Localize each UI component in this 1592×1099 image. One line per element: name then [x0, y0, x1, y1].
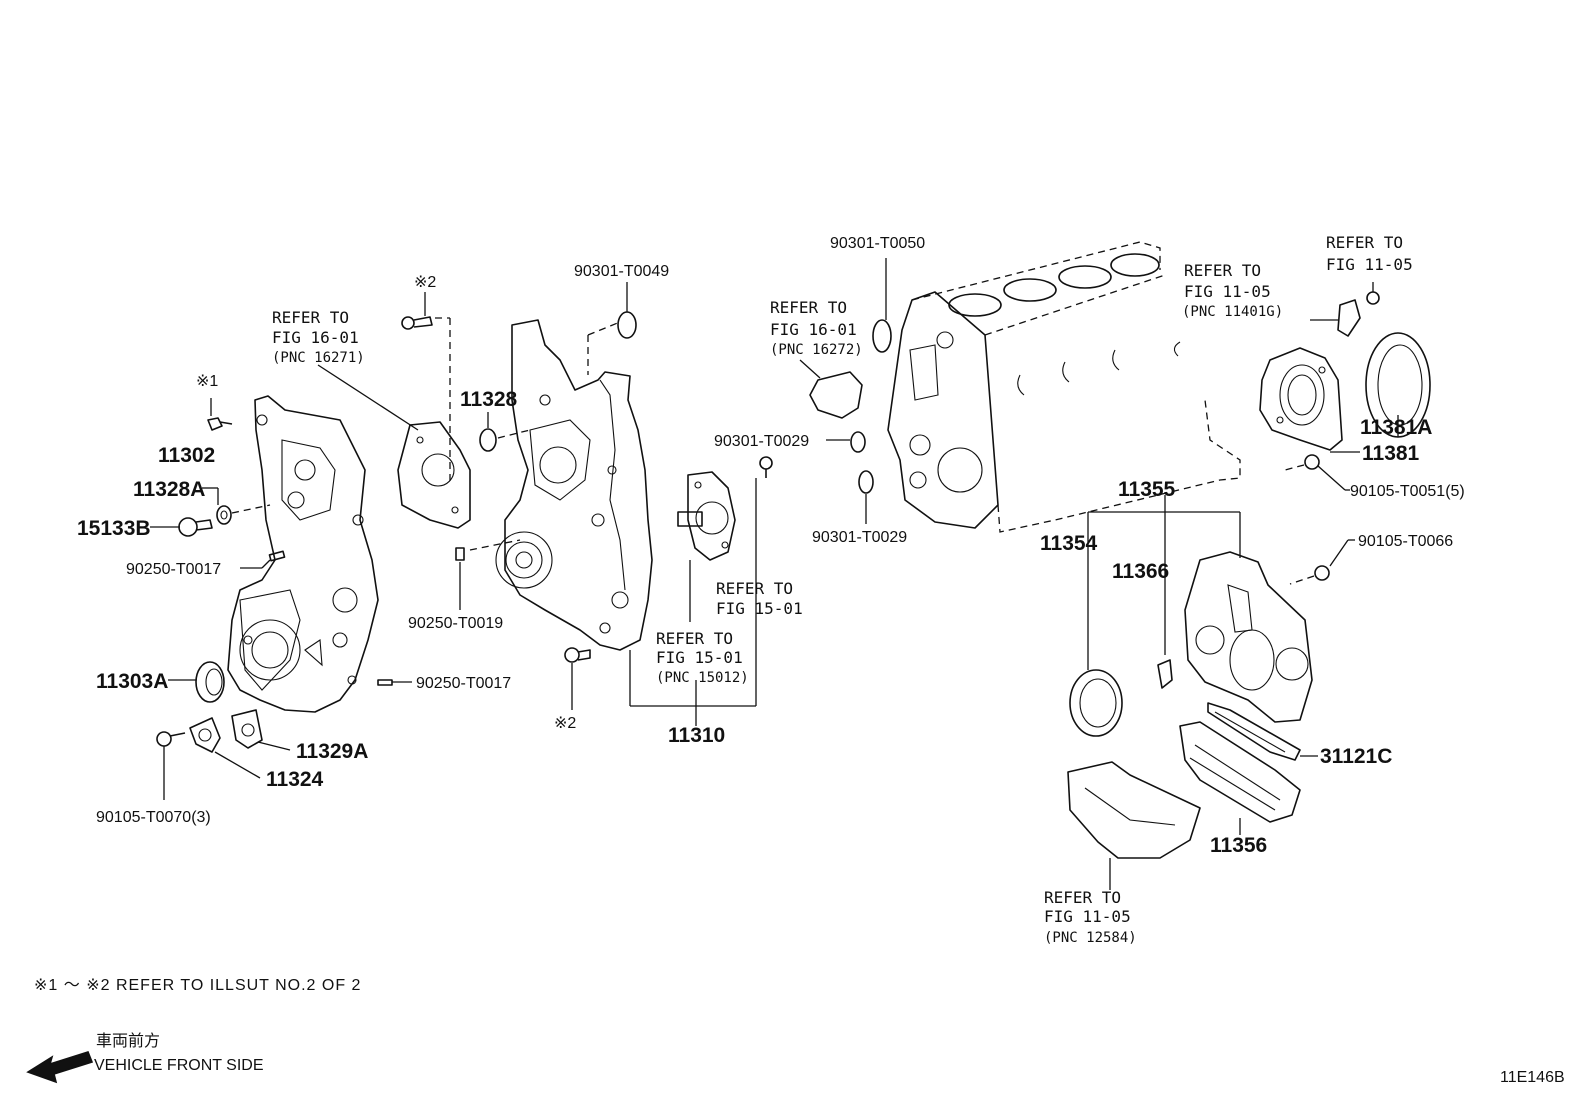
bolt-mark1 [207, 398, 233, 431]
stiffener-31121C [1207, 702, 1318, 761]
label-11303A[interactable]: 11303A [96, 670, 168, 693]
oil-seal-11354 [1069, 669, 1123, 737]
bolt-90105-T0070 [156, 731, 186, 800]
ref-line1: REFER TO [656, 629, 733, 648]
ref-line1: REFER TO [272, 308, 349, 327]
ref-line1: REFER TO [770, 298, 847, 317]
oil-seal-11303A [168, 661, 225, 703]
ref-line1: REFER TO [1184, 261, 1261, 280]
ref-line1: REFER TO [1044, 888, 1121, 907]
label-90250-T0017-right[interactable]: 90250-T0017 [416, 675, 511, 692]
water-pump-11310 [629, 471, 757, 726]
o-ring-11328 [479, 412, 531, 452]
o-ring-90301-T0050 [872, 258, 892, 353]
label-90250-T0017-left[interactable]: 90250-T0017 [126, 561, 221, 578]
direction-label-jp: 車両前方 [96, 1032, 160, 1050]
gasket-11329A [231, 709, 291, 751]
ref-line2: FIG 11-05 [1326, 255, 1413, 274]
label-90301-T0029-a[interactable]: 90301-T0029 [714, 433, 809, 450]
dowel-90250-T0019 [455, 539, 521, 610]
label-90105-T0066[interactable]: 90105-T0066 [1358, 533, 1453, 550]
ref-pnc: (PNC 12584) [1044, 930, 1137, 946]
bolt-90105-T0051 [1284, 454, 1350, 491]
label-11328[interactable]: 11328 [460, 388, 518, 411]
label-90301-T0049[interactable]: 90301-T0049 [574, 263, 669, 280]
label-11302[interactable]: 11302 [158, 444, 215, 467]
label-90105-T0070[interactable]: 90105-T0070(3) [96, 809, 211, 826]
o-ring-90301-T0029-a [826, 431, 866, 453]
illustration-id: 11E146B [1500, 1069, 1565, 1086]
vehicle-front-arrow-icon [26, 1051, 94, 1084]
ref-pnc: (PNC 15012) [656, 670, 749, 686]
refer-fig16-01-pnc16271[interactable]: REFER TO FIG 16-01 (PNC 16271) [272, 308, 365, 366]
label-90301-T0050[interactable]: 90301-T0050 [830, 235, 925, 252]
chain-case [495, 319, 653, 651]
dowel-90250-T0017-left [240, 550, 286, 569]
timing-cover-11302 [227, 395, 379, 713]
label-11329A[interactable]: 11329A [296, 740, 368, 763]
label-31121C[interactable]: 31121C [1320, 745, 1392, 768]
refer-fig11-05[interactable]: REFER TO FIG 11-05 [1326, 233, 1413, 274]
direction-label-en: VEHICLE FRONT SIDE [94, 1057, 264, 1074]
ref-line2: FIG 15-01 [656, 648, 743, 667]
label-11354[interactable]: 11354 [1040, 532, 1098, 555]
bolt-90105-T0066 [1289, 539, 1355, 585]
ref-line1: REFER TO [1326, 233, 1403, 252]
bolt-15133B [150, 517, 213, 537]
ref-pnc: (PNC 11401G) [1182, 304, 1283, 320]
refer-fig15-01[interactable]: REFER TO FIG 15-01 [716, 579, 803, 618]
sensor-11401G [1310, 282, 1380, 337]
refer-fig11-05-pnc11401G[interactable]: REFER TO FIG 11-05 (PNC 11401G) [1182, 261, 1283, 320]
o-ring-90301-T0029-b [858, 470, 874, 524]
label-15133B[interactable]: 15133B [77, 517, 151, 540]
refer-fig11-05-pnc12584[interactable]: REFER TO FIG 11-05 (PNC 12584) [1044, 888, 1137, 946]
label-90250-T0019[interactable]: 90250-T0019 [408, 615, 503, 632]
baffle-plate-11356 [1179, 721, 1301, 835]
bolt-mark2-bottom [564, 647, 591, 710]
plug-11366 [1157, 659, 1173, 689]
mark-1: ※1 [196, 373, 218, 390]
ref-line2: FIG 16-01 [272, 328, 359, 347]
water-pump-gasket [317, 364, 471, 529]
ref-line2: FIG 15-01 [716, 599, 803, 618]
ref-pnc: (PNC 16272) [770, 342, 863, 358]
mark-2-top: ※2 [414, 274, 436, 291]
oil-seal-retainer-11381 [1259, 347, 1360, 453]
oil-seal-11381A [1365, 332, 1431, 438]
refer-fig16-01-pnc16272[interactable]: REFER TO FIG 16-01 (PNC 16272) [770, 298, 863, 358]
label-11381[interactable]: 11381 [1362, 442, 1420, 465]
oil-pan-12584 [1067, 761, 1201, 890]
washer-11328A [202, 487, 271, 525]
plate-11324 [189, 717, 261, 779]
label-11310[interactable]: 11310 [668, 724, 725, 747]
label-11356[interactable]: 11356 [1210, 834, 1267, 857]
label-90105-T0051[interactable]: 90105-T0051(5) [1350, 483, 1465, 500]
bolt-water-pump [759, 456, 773, 478]
gasket-16272 [799, 359, 863, 419]
oil-pan-11355 [1087, 495, 1313, 723]
o-ring-90301-T0049 [617, 282, 637, 339]
refer-fig15-01-pnc15012[interactable]: REFER TO FIG 15-01 (PNC 15012) [656, 629, 749, 686]
ref-line2: FIG 16-01 [770, 320, 857, 339]
footnote: ※1 ～ ※2 REFER TO ILLSUT NO.2 OF 2 [34, 977, 361, 994]
label-11366[interactable]: 11366 [1112, 560, 1169, 583]
label-90301-T0029-b[interactable]: 90301-T0029 [812, 529, 907, 546]
ref-line2: FIG 11-05 [1044, 907, 1131, 926]
dowel-90250-T0017-right [377, 679, 412, 686]
label-11328A[interactable]: 11328A [133, 478, 205, 501]
bolt-mark2-top [401, 292, 451, 485]
mark-2-bottom: ※2 [554, 715, 576, 732]
cylinder-block [887, 241, 1241, 533]
label-11324[interactable]: 11324 [266, 768, 324, 791]
ref-pnc: (PNC 16271) [272, 350, 365, 366]
ref-line1: REFER TO [716, 579, 793, 598]
ref-line2: FIG 11-05 [1184, 282, 1271, 301]
label-11355[interactable]: 11355 [1118, 478, 1176, 501]
label-11381A[interactable]: 11381A [1360, 416, 1432, 439]
